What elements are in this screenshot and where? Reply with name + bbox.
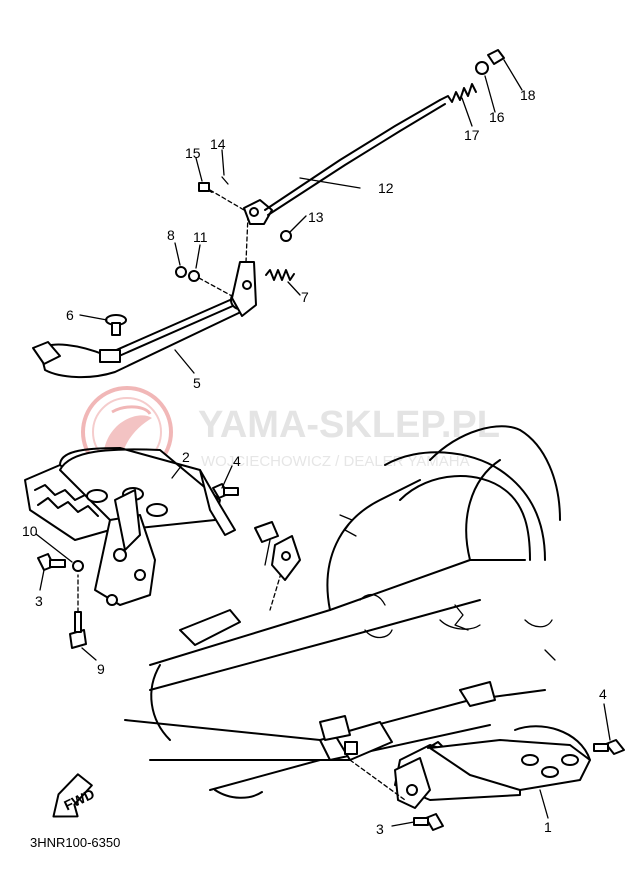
callout-4a: 4 [233,453,241,469]
callout-9: 9 [97,661,105,677]
frame [124,425,561,799]
diagram-code: 3HNR100-6350 [30,835,120,850]
callout-10: 10 [22,523,38,539]
right-footrest [349,725,625,831]
callout-18: 18 [520,87,536,103]
callout-3a: 3 [35,593,43,609]
watermark-subtitle: WOJCIECHOWICZ / DEALER YAMAHA [201,453,470,470]
callout-6: 6 [66,307,74,323]
left-fasteners [37,483,239,649]
callouts: 1 2 3 3 4 4 5 6 7 8 9 10 11 12 13 14 15 … [22,87,607,837]
fwd-arrow-icon: FWD [52,773,97,818]
callout-17: 17 [464,127,480,143]
bolt-6-icon [105,314,127,336]
pedal-pivot-bracket [254,521,301,581]
callout-8: 8 [167,227,175,243]
cable-clevis [198,176,292,242]
callout-1: 1 [544,819,552,835]
watermark-title: YAMA-SKLEP.PL [198,404,500,446]
left-footrest [24,447,236,606]
washers-8-11-icon [175,266,233,297]
callout-16: 16 [489,109,505,125]
callout-2: 2 [182,449,190,465]
callout-11: 11 [193,229,208,245]
callout-3b: 3 [376,821,384,837]
callout-7: 7 [301,289,309,305]
spring-7-icon [265,269,295,281]
callout-14: 14 [210,136,226,152]
brake-rod [264,49,505,216]
callout-12: 12 [378,180,394,196]
callout-15: 15 [185,145,201,161]
callout-13: 13 [308,209,324,225]
brake-pedal [32,214,257,379]
leader-lines [35,59,611,827]
callout-4b: 4 [599,686,607,702]
callout-5: 5 [193,375,201,391]
